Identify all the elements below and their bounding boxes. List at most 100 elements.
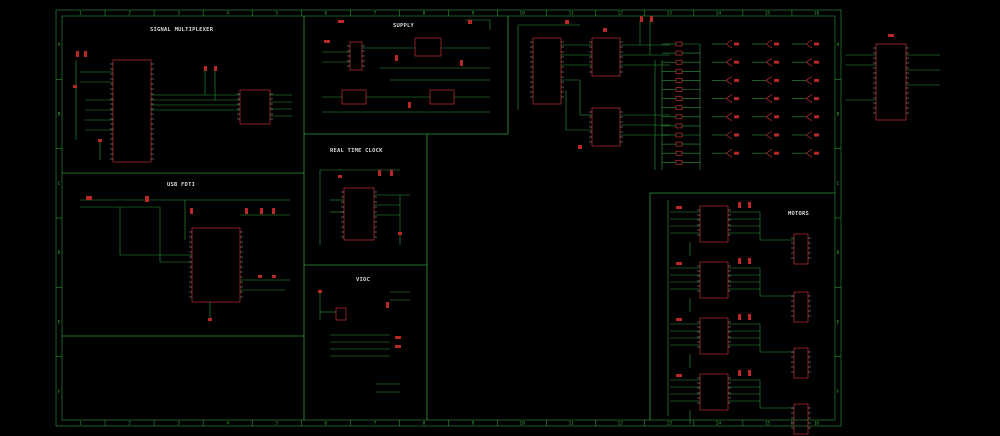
switch-resistor [734,97,739,101]
mcu-ic[interactable] [875,43,907,121]
motor-capacitor [738,258,741,264]
motor-driver-ic [699,317,729,355]
driver-ic-2[interactable] [591,107,621,147]
switch-transistor [805,57,813,67]
frame-col-label: 5 [275,421,278,427]
switch-transistor [725,130,733,140]
motor-capacitor [748,258,751,264]
mux-ic[interactable] [112,59,152,163]
frame-row-label: C [837,181,840,187]
output-connector [675,68,683,74]
switch-resistor [734,78,739,82]
output-connector [675,59,683,65]
switch-resistor [734,133,739,137]
motor-driver-ic [699,373,729,411]
frame-row-label: A [837,42,840,48]
frame-col-label: 2 [128,421,131,427]
decoder-ic[interactable] [532,37,562,105]
output-connector [675,50,683,56]
frame-grid-labels: 1122334455667788991010111112121313141415… [56,10,841,427]
frame-col-label: 12 [618,11,624,17]
driver-ic-1[interactable] [591,37,621,77]
switch-transistor [765,130,773,140]
frame-row-label: B [58,112,61,118]
frame-col-label: 14 [716,11,722,17]
frame-col-label: 14 [716,421,722,427]
frame-col-label: 11 [568,421,574,427]
switch-transistor [725,148,733,158]
usb-title: USB FDTI [167,182,195,188]
regulator-3[interactable] [429,89,455,105]
switch-resistor [774,97,779,101]
transformer[interactable] [349,41,363,71]
motors-title: MOTORS [788,211,809,217]
switch-resistor [814,42,819,46]
frame-col-label: 7 [374,421,377,427]
supply-section [322,19,491,113]
frame-col-label: 11 [568,11,574,17]
motor-capacitor [738,202,741,208]
mux-buffer-ic[interactable] [239,89,271,125]
frame-col-label: 8 [423,421,426,427]
switch-transistor [765,94,773,103]
frame-col-label: 15 [765,421,771,427]
switch-transistor [765,112,773,122]
rtc-ic[interactable] [343,187,375,241]
switch-resistor [814,133,819,137]
motor-driver-ic [699,261,729,299]
motor-connector [793,403,809,435]
vioc-section [318,290,410,393]
frame-row-label: F [58,389,61,395]
output-connector [675,41,683,47]
frame-row-label: F [837,389,840,395]
switch-transistor [725,112,733,122]
frame-col-label: 15 [765,11,771,17]
motor-resistor [676,374,682,377]
motor-capacitor [738,314,741,320]
frame-col-label: 4 [226,11,229,17]
frame-row-label: A [58,42,61,48]
motor-connector [793,291,809,323]
driver-section [517,16,670,170]
regulator-2[interactable] [341,89,367,105]
switch-resistor [814,78,819,82]
frame-col-label: 8 [423,11,426,17]
switch-transistor [805,148,813,158]
output-connector [675,141,683,147]
regulator-1[interactable] [414,37,442,57]
motor-capacitor [748,314,751,320]
switch-resistor [734,42,739,46]
rtc-section [319,169,410,245]
switch-transistor [765,76,773,85]
frame-col-label: 13 [667,421,673,427]
switch-resistor [774,42,779,46]
signal-mux-title: SIGNAL MULTIPLEXER [150,27,214,33]
motor-driver-ic [699,205,729,243]
ftdi-ic[interactable] [191,227,241,303]
output-connector [675,114,683,120]
frame-row-label: C [58,181,61,187]
output-connector [675,123,683,129]
frame-col-label: 16 [814,421,820,427]
frame-col-label: 1 [79,11,82,17]
frame-col-label: 9 [472,421,475,427]
signal-mux-section [73,51,292,163]
switch-resistor [774,133,779,137]
frame-row-label: D [58,250,61,256]
motor-capacitor [748,370,751,376]
output-connector [675,150,683,156]
frame-col-label: 7 [374,11,377,17]
switch-resistor [814,97,819,101]
switch-transistor [805,130,813,140]
frame-col-label: 1 [79,421,82,427]
output-connector [675,87,683,92]
rtc-title: REAL TIME CLOCK [330,148,383,154]
switch-transistor [725,94,733,103]
frame-row-label: E [837,320,840,326]
motor-resistor [676,318,682,321]
output-array [662,39,819,170]
vioc-transistor[interactable] [335,307,347,321]
switch-transistor [725,57,733,67]
drawing-frame [55,9,842,427]
